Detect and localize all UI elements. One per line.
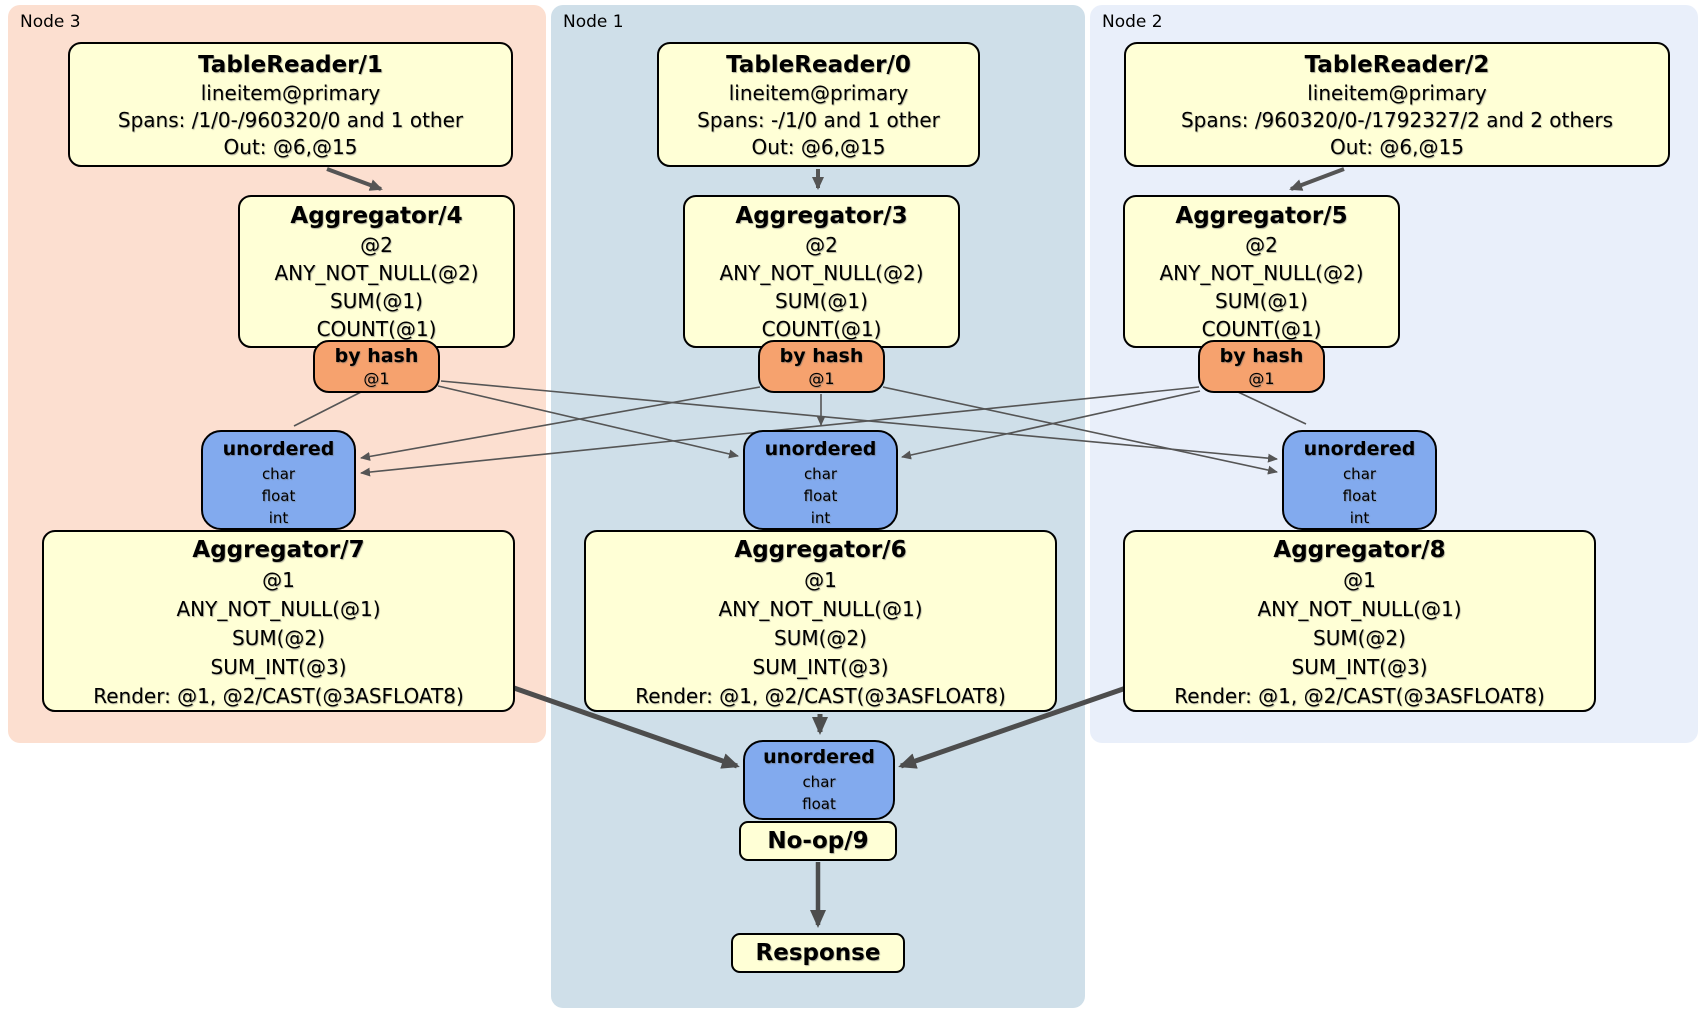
processor-out: Out: @6,@15 [223, 135, 358, 159]
agg-fn: ANY_NOT_NULL(@1) [176, 597, 381, 621]
processor-out: Out: @6,@15 [751, 135, 886, 159]
region-node1-label: Node 1 [563, 12, 624, 32]
router-by-hash-node3: by hash @1 [313, 340, 440, 393]
agg-fn: ANY_NOT_NULL(@2) [274, 261, 479, 285]
sync-type: float [802, 795, 836, 813]
sync-unordered-node2: unordered char float int [1282, 430, 1437, 530]
agg-group-cols: @1 [262, 568, 295, 592]
region-node2-label: Node 2 [1102, 12, 1163, 32]
router-by-hash-node2: by hash @1 [1198, 340, 1325, 393]
processor-tablereader-0: TableReader/0 lineitem@primary Spans: -/… [657, 42, 980, 167]
sync-type: char [1342, 465, 1377, 483]
agg-group-cols: @2 [805, 233, 838, 257]
agg-group-cols: @2 [1245, 233, 1278, 257]
processor-tablereader-2: TableReader/2 lineitem@primary Spans: /9… [1124, 42, 1670, 167]
agg-fn: ANY_NOT_NULL(@2) [1159, 261, 1364, 285]
processor-response: Response [731, 933, 905, 973]
sync-type: int [268, 509, 289, 527]
sync-type: int [810, 509, 831, 527]
router-by-hash-node1: by hash @1 [758, 340, 885, 393]
agg-group-cols: @1 [804, 568, 837, 592]
sync-type: float [1342, 487, 1377, 505]
agg-render: Render: @1, @2/CAST(@3ASFLOAT8) [635, 684, 1006, 708]
processor-aggregator-4: Aggregator/4 @2 ANY_NOT_NULL(@2) SUM(@1)… [238, 195, 515, 348]
processor-spans: Spans: -/1/0 and 1 other [697, 108, 940, 132]
agg-fn: SUM(@1) [1215, 289, 1308, 313]
processor-title: No-op/9 [767, 828, 869, 854]
agg-group-cols: @2 [360, 233, 393, 257]
sync-title: unordered [222, 438, 335, 460]
processor-title: Response [755, 940, 881, 966]
router-title: by hash [334, 345, 419, 367]
router-title: by hash [779, 345, 864, 367]
processor-title: Aggregator/3 [735, 203, 908, 229]
agg-fn: ANY_NOT_NULL(@1) [718, 597, 923, 621]
sync-title: unordered [764, 438, 877, 460]
processor-index: lineitem@primary [1307, 81, 1487, 105]
region-node3-label: Node 3 [20, 12, 81, 32]
agg-group-cols: @1 [1343, 568, 1376, 592]
processor-title: Aggregator/8 [1273, 537, 1446, 563]
processor-out: Out: @6,@15 [1330, 135, 1464, 159]
agg-fn: SUM_INT(@3) [210, 655, 347, 679]
sync-type: int [1349, 509, 1370, 527]
processor-noop-9: No-op/9 [739, 821, 897, 861]
sync-type: char [803, 465, 838, 483]
sync-type: float [803, 487, 838, 505]
router-columns: @1 [1248, 369, 1275, 388]
router-columns: @1 [363, 369, 390, 388]
agg-fn: COUNT(@1) [761, 317, 882, 341]
router-title: by hash [1219, 345, 1304, 367]
processor-title: TableReader/2 [1304, 52, 1490, 78]
agg-fn: SUM_INT(@3) [752, 655, 889, 679]
router-columns: @1 [808, 369, 835, 388]
processor-aggregator-6: Aggregator/6 @1 ANY_NOT_NULL(@1) SUM(@2)… [584, 530, 1057, 712]
agg-fn: SUM(@1) [330, 289, 423, 313]
processor-aggregator-5: Aggregator/5 @2 ANY_NOT_NULL(@2) SUM(@1)… [1123, 195, 1400, 348]
agg-fn: SUM(@2) [1313, 626, 1406, 650]
agg-fn: COUNT(@1) [316, 317, 437, 341]
sync-type: float [261, 487, 296, 505]
sync-unordered-final: unordered char float [743, 740, 895, 820]
processor-aggregator-8: Aggregator/8 @1 ANY_NOT_NULL(@1) SUM(@2)… [1123, 530, 1596, 712]
sync-unordered-node3: unordered char float int [201, 430, 356, 530]
processor-spans: Spans: /960320/0-/1792327/2 and 2 others [1180, 108, 1613, 132]
processor-aggregator-3: Aggregator/3 @2 ANY_NOT_NULL(@2) SUM(@1)… [683, 195, 960, 348]
processor-title: TableReader/0 [726, 52, 911, 78]
agg-render: Render: @1, @2/CAST(@3ASFLOAT8) [93, 684, 464, 708]
processor-title: Aggregator/6 [734, 537, 907, 563]
agg-fn: COUNT(@1) [1201, 317, 1322, 341]
agg-fn: ANY_NOT_NULL(@2) [719, 261, 924, 285]
sync-type: char [261, 465, 296, 483]
processor-title: Aggregator/7 [192, 537, 365, 563]
agg-fn: SUM(@1) [775, 289, 868, 313]
agg-fn: SUM(@2) [774, 626, 867, 650]
agg-render: Render: @1, @2/CAST(@3ASFLOAT8) [1174, 684, 1545, 708]
agg-fn: SUM(@2) [232, 626, 325, 650]
agg-fn: ANY_NOT_NULL(@1) [1257, 597, 1462, 621]
processor-index: lineitem@primary [728, 81, 909, 105]
processor-title: TableReader/1 [198, 52, 383, 78]
processor-title: Aggregator/5 [1175, 203, 1348, 229]
sync-title: unordered [1303, 438, 1416, 460]
agg-fn: SUM_INT(@3) [1291, 655, 1428, 679]
sync-type: char [802, 773, 836, 791]
sync-unordered-node1: unordered char float int [743, 430, 898, 530]
processor-tablereader-1: TableReader/1 lineitem@primary Spans: /1… [68, 42, 513, 167]
processor-title: Aggregator/4 [290, 203, 463, 229]
processor-index: lineitem@primary [200, 81, 381, 105]
processor-spans: Spans: /1/0-/960320/0 and 1 other [117, 108, 464, 132]
processor-aggregator-7: Aggregator/7 @1 ANY_NOT_NULL(@1) SUM(@2)… [42, 530, 515, 712]
sync-title: unordered [763, 746, 875, 768]
